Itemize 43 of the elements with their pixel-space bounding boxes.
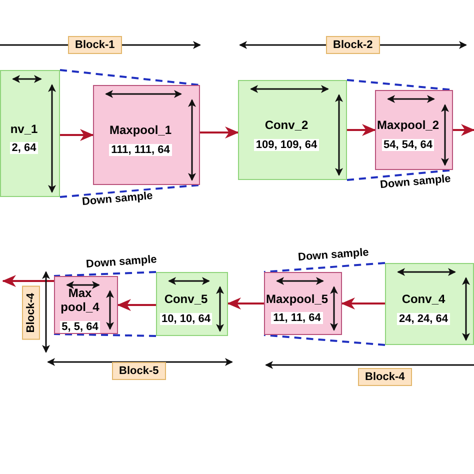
dashed-line: [60, 184, 200, 198]
output-shape: 54, 54, 64: [382, 138, 434, 151]
dashed-line: [60, 69, 200, 86]
output-shape: 5, 5, 64: [60, 320, 100, 333]
pooling-layer-box: [54, 276, 118, 334]
layer-name: Maxpool_5: [266, 292, 328, 306]
dashed-line: [54, 271, 156, 277]
output-shape: 11, 11, 64: [271, 312, 323, 324]
block-label: Block-4: [22, 286, 40, 340]
layer-name: Conv_2: [264, 119, 308, 133]
layer-name: Maxpool_2: [377, 119, 440, 133]
output-shape: 10, 10, 64: [160, 312, 212, 325]
arrow: [227, 298, 264, 310]
layer-name: Conv_4: [402, 293, 446, 307]
dashed-line: [54, 333, 156, 337]
output-shape: 109, 109, 64: [254, 138, 320, 151]
dashed-line: [264, 262, 386, 273]
output-shape: 24, 24, 64: [397, 312, 450, 325]
convolution-layer-box: [385, 263, 474, 345]
output-shape: 2, 64: [10, 142, 38, 154]
arrow: [347, 124, 376, 136]
output-shape: 111, 111, 64: [109, 144, 172, 156]
convolution-layer-box: [0, 70, 60, 197]
arrow: [453, 124, 474, 136]
layer-name: Maxpool_1: [109, 124, 172, 138]
arrow: [2, 275, 54, 287]
arrow: [341, 298, 385, 310]
layer-name: Max pool_4: [60, 287, 100, 315]
block-label: Block-4: [358, 368, 412, 386]
arrow: [60, 129, 94, 141]
layer-name: nv_1: [10, 122, 38, 136]
convolution-layer-box: [238, 80, 347, 180]
block-label: Block-2: [326, 36, 380, 54]
pooling-layer-box: [375, 90, 453, 170]
pooling-layer-box: [93, 85, 200, 185]
arrow: [200, 126, 239, 138]
convolution-layer-box: [156, 272, 228, 336]
block-label: Block-5: [112, 362, 166, 380]
arrow: [117, 299, 156, 311]
block-label: Block-1: [68, 36, 122, 54]
dashed-line: [264, 334, 386, 346]
pooling-layer-box: [264, 272, 342, 335]
layer-name: Conv_5: [164, 293, 208, 307]
